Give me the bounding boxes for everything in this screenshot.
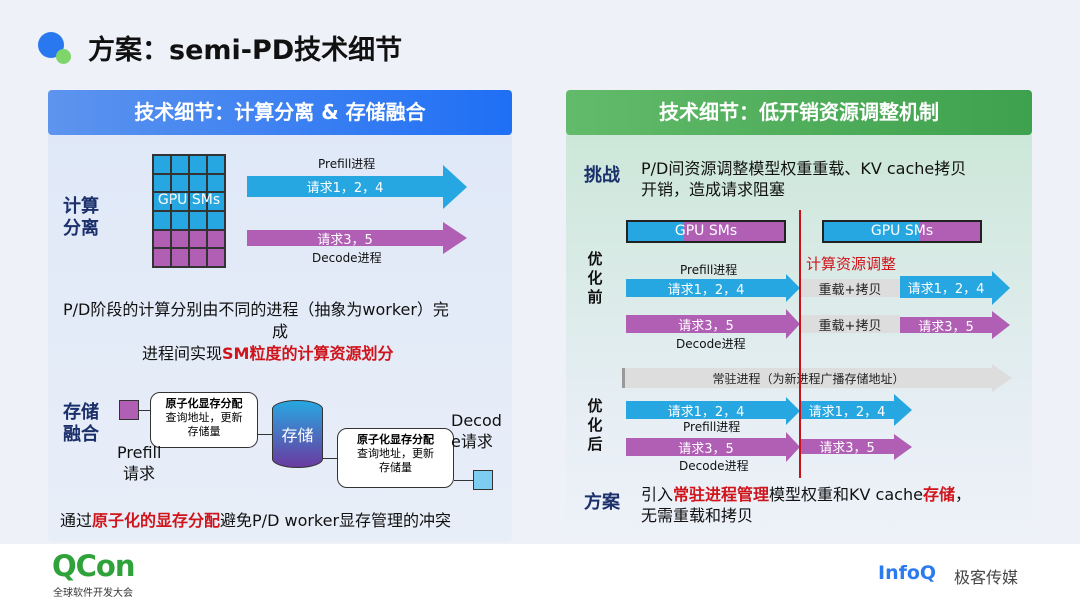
reload-copy-bar: 重载+拷贝 bbox=[800, 315, 900, 334]
gpu-sm-bar-after: GPU SMs bbox=[822, 220, 982, 243]
after-optimization-label: 优化后 bbox=[587, 397, 603, 453]
reload-copy-bar: 重载+拷贝 bbox=[800, 279, 900, 298]
prefill-arrow: 请求1，2，4 bbox=[626, 401, 786, 420]
left-panel-header: 技术细节：计算分离 & 存储融合 bbox=[48, 90, 512, 135]
prefill-process-label: Prefill进程 bbox=[680, 263, 738, 277]
right-panel-header: 技术细节：低开销资源调整机制 bbox=[566, 90, 1032, 135]
arrow-head-icon bbox=[894, 394, 912, 426]
qcon-subtitle: 全球软件开发大会 bbox=[53, 588, 133, 599]
before-optimization-label: 优化前 bbox=[587, 250, 603, 306]
arrow-head-icon bbox=[443, 165, 467, 209]
decode-arrow: 请求3，5 bbox=[626, 438, 786, 457]
arrow-head-icon bbox=[786, 397, 800, 425]
decode-arrow: 请求3，5 bbox=[900, 317, 992, 335]
decode-arrow: 请求3，5 bbox=[626, 315, 786, 334]
storage-fusion-label: 存储融合 bbox=[63, 402, 99, 445]
arrow-head-icon bbox=[786, 309, 800, 339]
arrow-head-icon bbox=[894, 434, 912, 460]
arrow-head-icon bbox=[786, 274, 800, 302]
arrow-head-icon bbox=[992, 364, 1012, 392]
connector-line bbox=[139, 410, 150, 411]
arrow-head-icon bbox=[443, 222, 467, 254]
compute-separation-label: 计算分离 bbox=[63, 196, 99, 239]
resident-process-arrow: 常驻进程（为新进程广播存储地址） bbox=[622, 368, 992, 388]
prefill-arrow: 请求1，2，4 bbox=[626, 279, 786, 298]
arrow-head-icon bbox=[992, 311, 1010, 339]
prefill-request-square bbox=[119, 400, 139, 420]
prefill-arrow: 请求1，2，4 bbox=[247, 176, 443, 197]
storage-cylinder: 存储 bbox=[272, 400, 323, 468]
decode-request-square bbox=[473, 470, 493, 490]
infoq-logo: InfoQ bbox=[878, 562, 937, 584]
adjust-divider-line bbox=[799, 210, 801, 478]
desc-line: 成 bbox=[272, 322, 289, 341]
prefill-arrow: 请求1，2，4 bbox=[900, 276, 992, 298]
slide-title: 方案：semi-PD技术细节 bbox=[88, 35, 403, 66]
arrow-head-icon bbox=[992, 271, 1010, 305]
gpu-sm-bar-before: GPU SMs bbox=[626, 220, 786, 243]
decode-arrow: 请求3，5 bbox=[247, 230, 443, 248]
connector-line bbox=[454, 480, 473, 481]
connector-arrow bbox=[258, 434, 272, 435]
prefill-process-label: Prefill进程 bbox=[683, 420, 741, 434]
arrow-head-icon bbox=[786, 432, 800, 462]
footer bbox=[0, 544, 1080, 602]
challenge-label: 挑战 bbox=[584, 165, 620, 186]
prefill-arrow: 请求1，2，4 bbox=[800, 401, 894, 420]
connector-arrow bbox=[323, 458, 337, 459]
desc-line: 进程间实现SM粒度的计算资源划分 bbox=[142, 344, 394, 363]
infoq-cn-logo: 极客传媒 bbox=[954, 568, 1019, 587]
decode-process-label: Decode进程 bbox=[679, 459, 749, 473]
resource-adjust-label: 计算资源调整 bbox=[806, 255, 897, 273]
atomic-alloc-box: 原子化显存分配查询地址，更新存储量 bbox=[150, 392, 258, 448]
decode-arrow: 请求3，5 bbox=[800, 439, 894, 456]
gpu-sm-grid bbox=[152, 154, 226, 268]
solution-label: 方案 bbox=[584, 492, 620, 513]
solution-text: 引入常驻进程管理模型权重和KV cache存储， 无需重载和拷贝 bbox=[641, 485, 971, 525]
prefill-process-label: Prefill进程 bbox=[318, 157, 376, 171]
logo-dot-icon bbox=[56, 49, 71, 64]
atomic-alloc-box: 原子化显存分配查询地址，更新存储量 bbox=[337, 428, 454, 488]
decode-process-label: Decode进程 bbox=[312, 251, 382, 265]
challenge-text: P/D间资源调整模型权重重载、KV cache拷贝开销，造成请求阻塞 bbox=[641, 159, 967, 199]
qcon-logo: QCon bbox=[52, 549, 136, 583]
gpu-sm-label: GPU SMs bbox=[157, 192, 221, 208]
desc-line: P/D阶段的计算分别由不同的进程（抽象为worker）完 bbox=[63, 300, 449, 319]
bottom-summary: 通过原子化的显存分配避免P/D worker显存管理的冲突 bbox=[60, 511, 452, 530]
decode-process-label: Decode进程 bbox=[676, 337, 746, 351]
